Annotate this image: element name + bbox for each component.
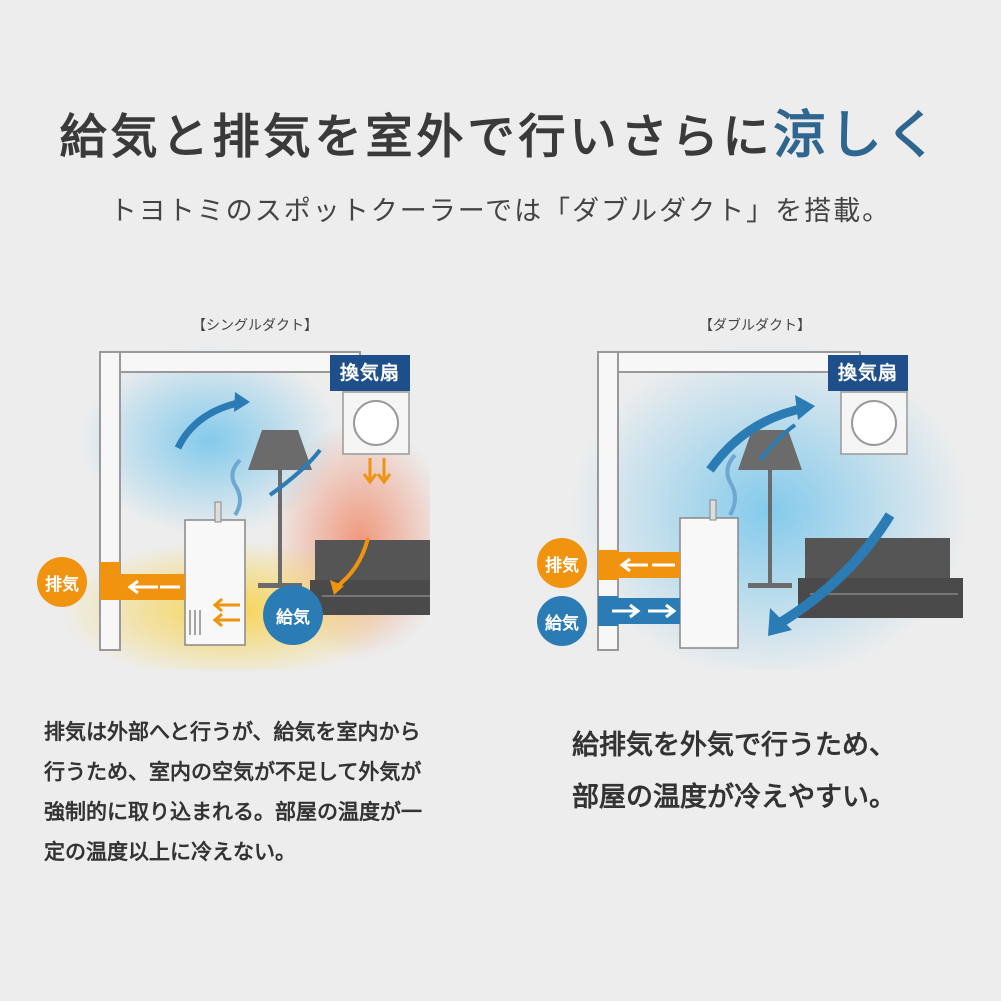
headline-main: 給気と排気を室外で行いさらに <box>59 110 774 165</box>
double-duct-label: 【ダブルダクト】 <box>699 318 811 334</box>
fan-icon <box>851 400 897 446</box>
double-fan-label: 換気扇 <box>828 355 909 391</box>
airflow-arrow <box>174 398 243 450</box>
double-duct-description: 給排気を外気で行うため、 部屋の温度が冷えやすい。 <box>572 720 972 824</box>
single-duct-label: 【シングルダクト】 <box>192 318 318 334</box>
single-intake-badge: 給気 <box>263 585 323 645</box>
double-intake-badge: 給気 <box>537 596 587 646</box>
desc-line: 部屋の温度が冷えやすい。 <box>572 782 896 813</box>
headline-accent: 涼しく <box>773 106 942 166</box>
airflow-arrow <box>777 512 895 628</box>
airflow-arrow <box>706 403 806 473</box>
desc-line: 排気は外部へと行うが、給気を室内から <box>44 720 421 744</box>
subhead: トヨトミのスポットクーラーでは「ダブルダクト」を搭載。 <box>109 196 892 227</box>
cooler-unit <box>184 519 246 646</box>
single-duct-diagram <box>60 345 430 670</box>
double-exhaust-badge: 排気 <box>537 538 587 588</box>
single-duct-description: 排気は外部へと行うが、給気を室内から 行うため、室内の空気が不足して外気が 強制… <box>44 712 474 872</box>
single-fan-label: 換気扇 <box>330 355 411 391</box>
desc-line: 行うため、室内の空気が不足して外気が <box>44 760 422 784</box>
lamp-shade <box>248 430 312 470</box>
single-exhaust-badge: 排気 <box>37 557 87 607</box>
desc-line: 定の温度以上に冷えない。 <box>44 840 296 864</box>
cool-air-glow <box>80 345 340 535</box>
double-duct-diagram <box>570 340 970 670</box>
headline: 給気と排気を室外で行いさらに涼しく <box>0 104 1001 170</box>
fan-icon <box>353 400 399 446</box>
desc-line: 給排気を外気で行うため、 <box>572 730 896 761</box>
cooler-unit <box>679 517 739 649</box>
desc-line: 強制的に取り込まれる。部屋の温度が一 <box>44 800 422 824</box>
